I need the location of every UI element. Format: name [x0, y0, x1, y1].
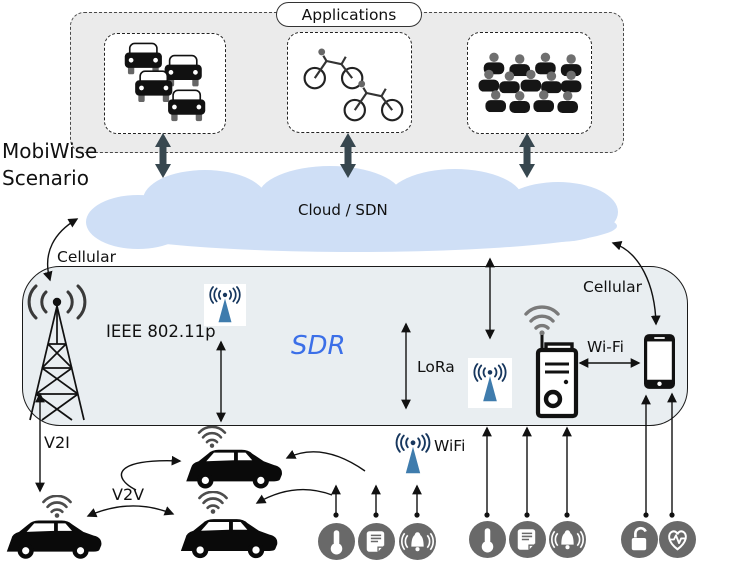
applications-title-label: Applications — [301, 5, 397, 24]
wifi-internal-label: Wi-Fi — [587, 338, 624, 356]
alert-sensor-icon — [549, 521, 586, 558]
cloud-label: Cloud / SDN — [298, 201, 388, 219]
wifi-sensors-label: WiFi — [434, 437, 466, 455]
sdr-box — [22, 266, 688, 426]
title-line1: MobiWise — [2, 139, 98, 163]
app-box-traffic — [104, 33, 226, 134]
car-middle-icon — [177, 514, 283, 559]
notes-sensor-icon — [509, 521, 546, 558]
ieee-80211p-label: IEEE 802.11p — [106, 322, 216, 341]
wifi-antenna-icon — [393, 431, 433, 477]
sdr-antenna-plate — [468, 358, 512, 408]
ieee-antenna-plate — [204, 284, 246, 326]
heart-rate-sensor-icon — [659, 521, 696, 558]
sdr-label: SDR — [291, 331, 346, 361]
car-left-icon — [3, 515, 107, 560]
ieee-antenna-icon — [207, 286, 243, 324]
smartphone-icon — [644, 334, 675, 389]
notes-sensor-icon — [358, 523, 395, 560]
title-line2: Scenario — [2, 166, 89, 190]
temperature-sensor-icon — [318, 523, 355, 560]
app-box-bicycles — [287, 32, 412, 133]
traffic-icon — [123, 42, 207, 122]
cellular-left-label: Cellular — [57, 248, 116, 266]
lora-label: LoRa — [417, 358, 455, 376]
v2v-label: V2V — [112, 485, 145, 504]
crowd-icon — [478, 52, 581, 113]
car-middle-wifi-icon — [196, 491, 230, 514]
lock-sensor-icon — [621, 521, 658, 558]
cell-tower-icon — [27, 284, 87, 421]
car-top-icon — [182, 445, 288, 489]
applications-title: Applications — [276, 2, 422, 27]
sdr-antenna-icon — [471, 361, 509, 405]
edge-server-icon — [524, 305, 579, 419]
cellular-right-label: Cellular — [583, 278, 642, 296]
app-box-crowd — [467, 32, 592, 134]
diagram-title: MobiWise Scenario — [2, 138, 97, 192]
temperature-sensor-icon — [469, 521, 506, 558]
v2i-label: V2I — [44, 433, 70, 452]
bicycles-icon — [303, 46, 403, 121]
alert-sensor-icon — [399, 523, 436, 560]
